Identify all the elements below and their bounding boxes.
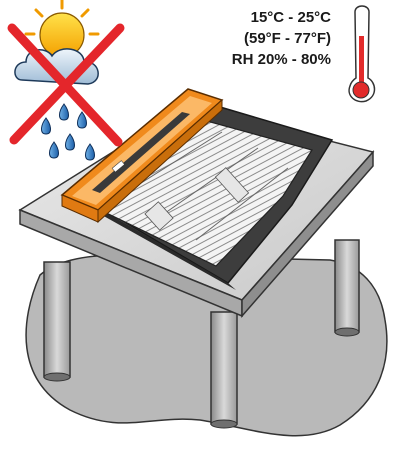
relative-humidity-range: RH 20% - 80%	[232, 50, 331, 70]
temperature-fahrenheit-range: (59°F - 77°F)	[244, 29, 331, 49]
thermometer-icon	[349, 6, 374, 102]
temperature-celsius-range: 15°C - 25°C	[251, 8, 331, 28]
